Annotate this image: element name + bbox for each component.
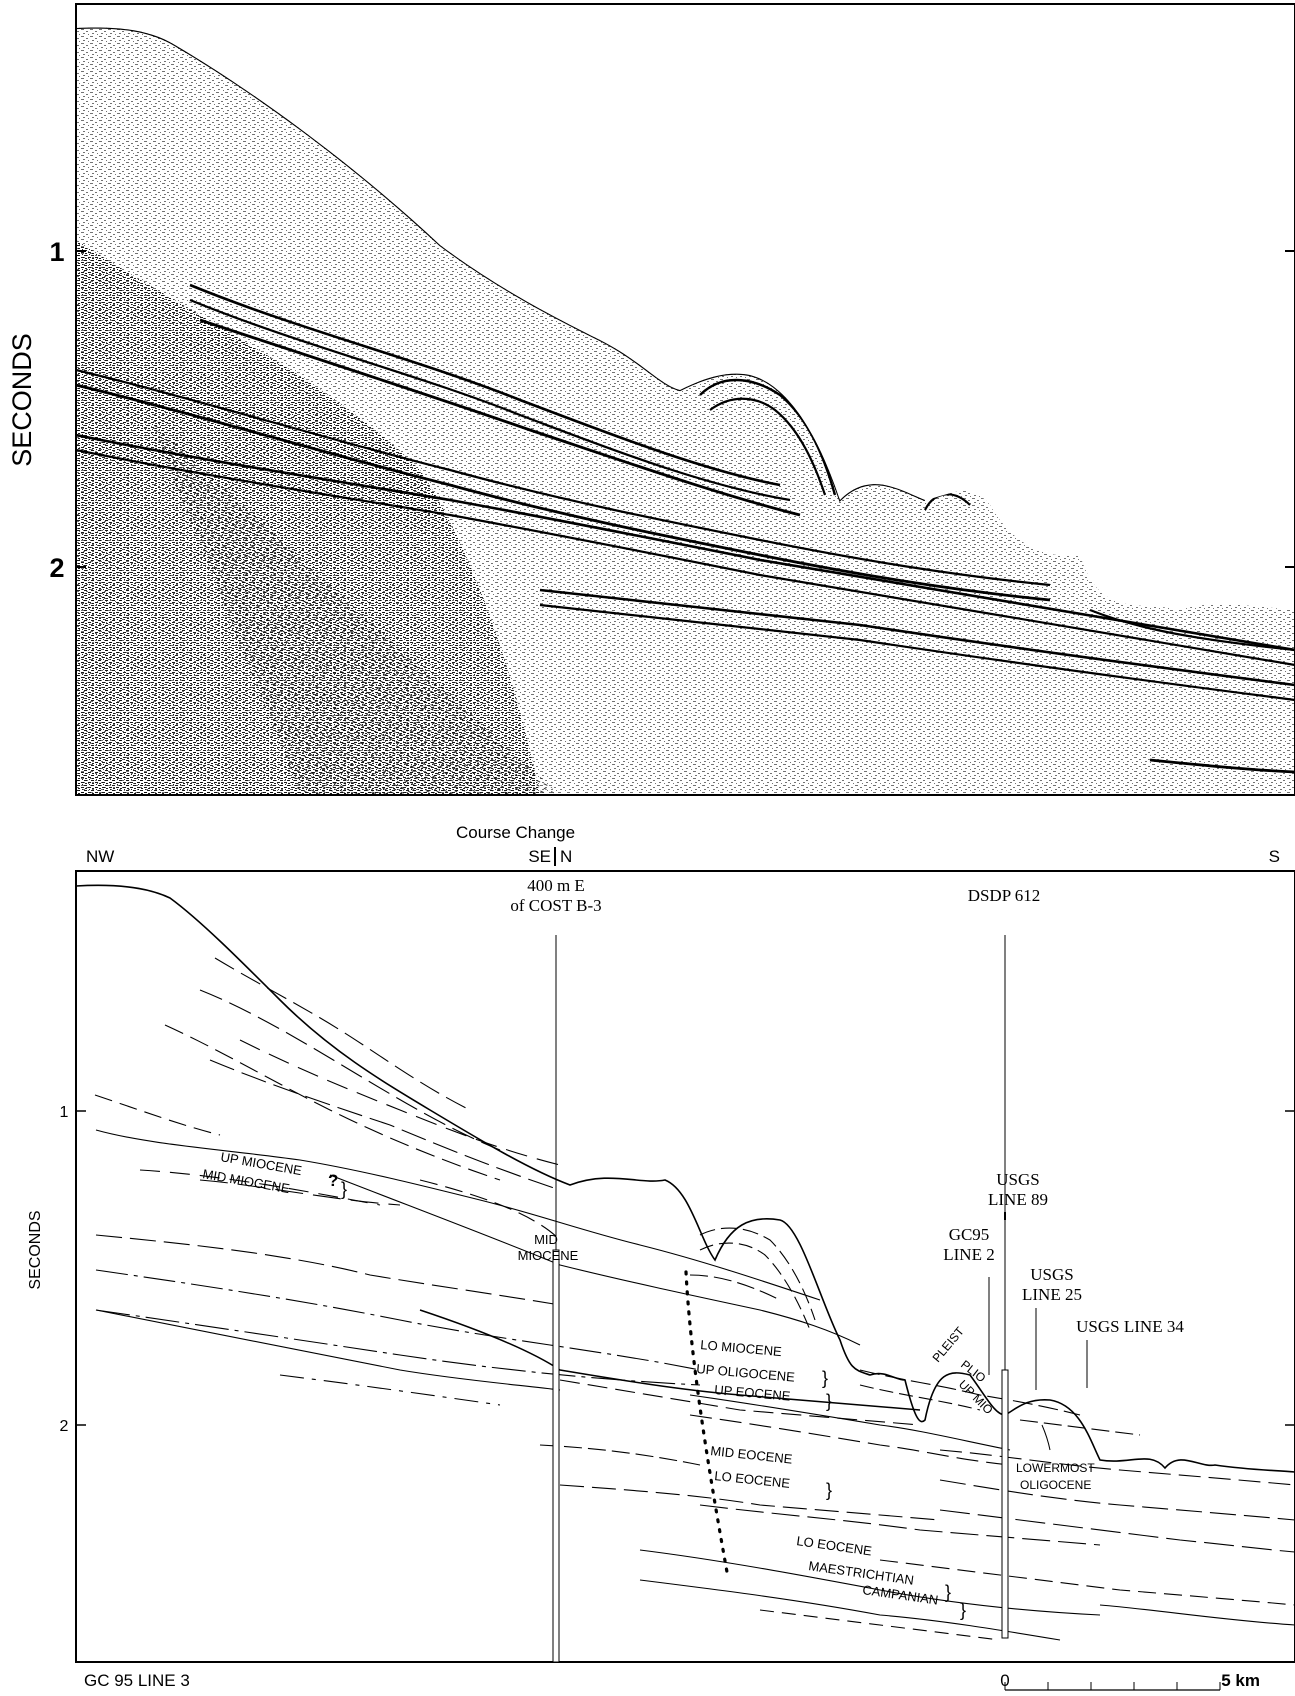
scale-bar: 0 5 km — [1000, 1671, 1260, 1691]
well-usgs89-label-2: LINE 89 — [988, 1190, 1048, 1209]
label-pleist: PLEIST — [930, 1324, 968, 1365]
interp-tick-label-1: 1 — [60, 1104, 69, 1121]
label-up-oligocene: UP OLIGOCENE — [696, 1361, 796, 1385]
fault-line-dotted — [684, 1270, 729, 1574]
label-lo-eocene-2: LO EOCENE — [796, 1533, 874, 1558]
seismic-panel: 1 2 SECONDS — [7, 3, 1295, 796]
well-dsdp-label: DSDP 612 — [968, 886, 1041, 905]
label-lowermost-2: OLIGOCENE — [1020, 1478, 1091, 1492]
brace-up-eocene: } — [826, 1391, 832, 1411]
scale-five-label: 5 km — [1221, 1671, 1260, 1690]
scale-zero-label: 0 — [1000, 1671, 1009, 1690]
interp-tick-label-2: 2 — [60, 1418, 69, 1435]
interpretation-frame — [75, 870, 1295, 1663]
label-question-mark: ? — [328, 1171, 338, 1190]
dsdp-borehole-bar — [1001, 1369, 1009, 1639]
brace-campanian: } — [960, 1600, 966, 1620]
horizon-lines — [94, 957, 1295, 1641]
brace-lo-eocene: } — [826, 1480, 832, 1500]
line-name-label: GC 95 LINE 3 — [84, 1671, 190, 1690]
interp-y-axis-label: SECONDS — [27, 1210, 44, 1289]
brace-up-oligocene: } — [822, 1368, 828, 1388]
direction-nw: NW — [86, 847, 114, 866]
interpretation-panel: Course Change SE N NW S 1 2 SECONDS — [27, 823, 1295, 1691]
direction-se: SE — [528, 847, 551, 866]
direction-s: S — [1269, 847, 1280, 866]
well-cost-b3-label-2: of COST B-3 — [510, 896, 601, 915]
label-up-eocene: UP EOCENE — [714, 1382, 792, 1404]
label-lo-eocene-1: LO EOCENE — [714, 1468, 791, 1491]
direction-n: N — [560, 847, 572, 866]
well-gc95-label-2: LINE 2 — [943, 1245, 994, 1264]
well-cost-b3-label-1: 400 m E — [527, 876, 585, 895]
seismic-y-axis-label: SECONDS — [7, 333, 37, 467]
well-usgs25-label-2: LINE 25 — [1022, 1285, 1082, 1304]
brace-maestrichtian: } — [945, 1582, 951, 1602]
well-usgs34-label: USGS LINE 34 — [1076, 1317, 1184, 1336]
label-mid-eocene: MID EOCENE — [710, 1443, 794, 1467]
label-maestrichtian: MAESTRICHTIAN — [808, 1558, 915, 1588]
label-mid-miocene-well-1: MID — [534, 1232, 558, 1247]
well-gc95-label-1: GC95 — [949, 1225, 990, 1244]
cost-b3-borehole-bar — [552, 1249, 560, 1663]
well-usgs25-label-1: USGS — [1030, 1265, 1073, 1284]
brace-mid-miocene: } — [341, 1179, 347, 1199]
seismic-tick-label-1: 1 — [49, 237, 64, 267]
well-usgs89-label-1: USGS — [996, 1170, 1039, 1189]
label-lo-miocene: LO MIOCENE — [700, 1337, 783, 1359]
seismic-tick-label-2: 2 — [49, 553, 64, 583]
lowermost-leader — [1041, 1424, 1051, 1451]
course-change-label: Course Change — [456, 823, 575, 842]
label-lowermost-1: LOWERMOST — [1016, 1461, 1095, 1475]
label-mid-miocene-well-2: MIOCENE — [518, 1248, 579, 1263]
